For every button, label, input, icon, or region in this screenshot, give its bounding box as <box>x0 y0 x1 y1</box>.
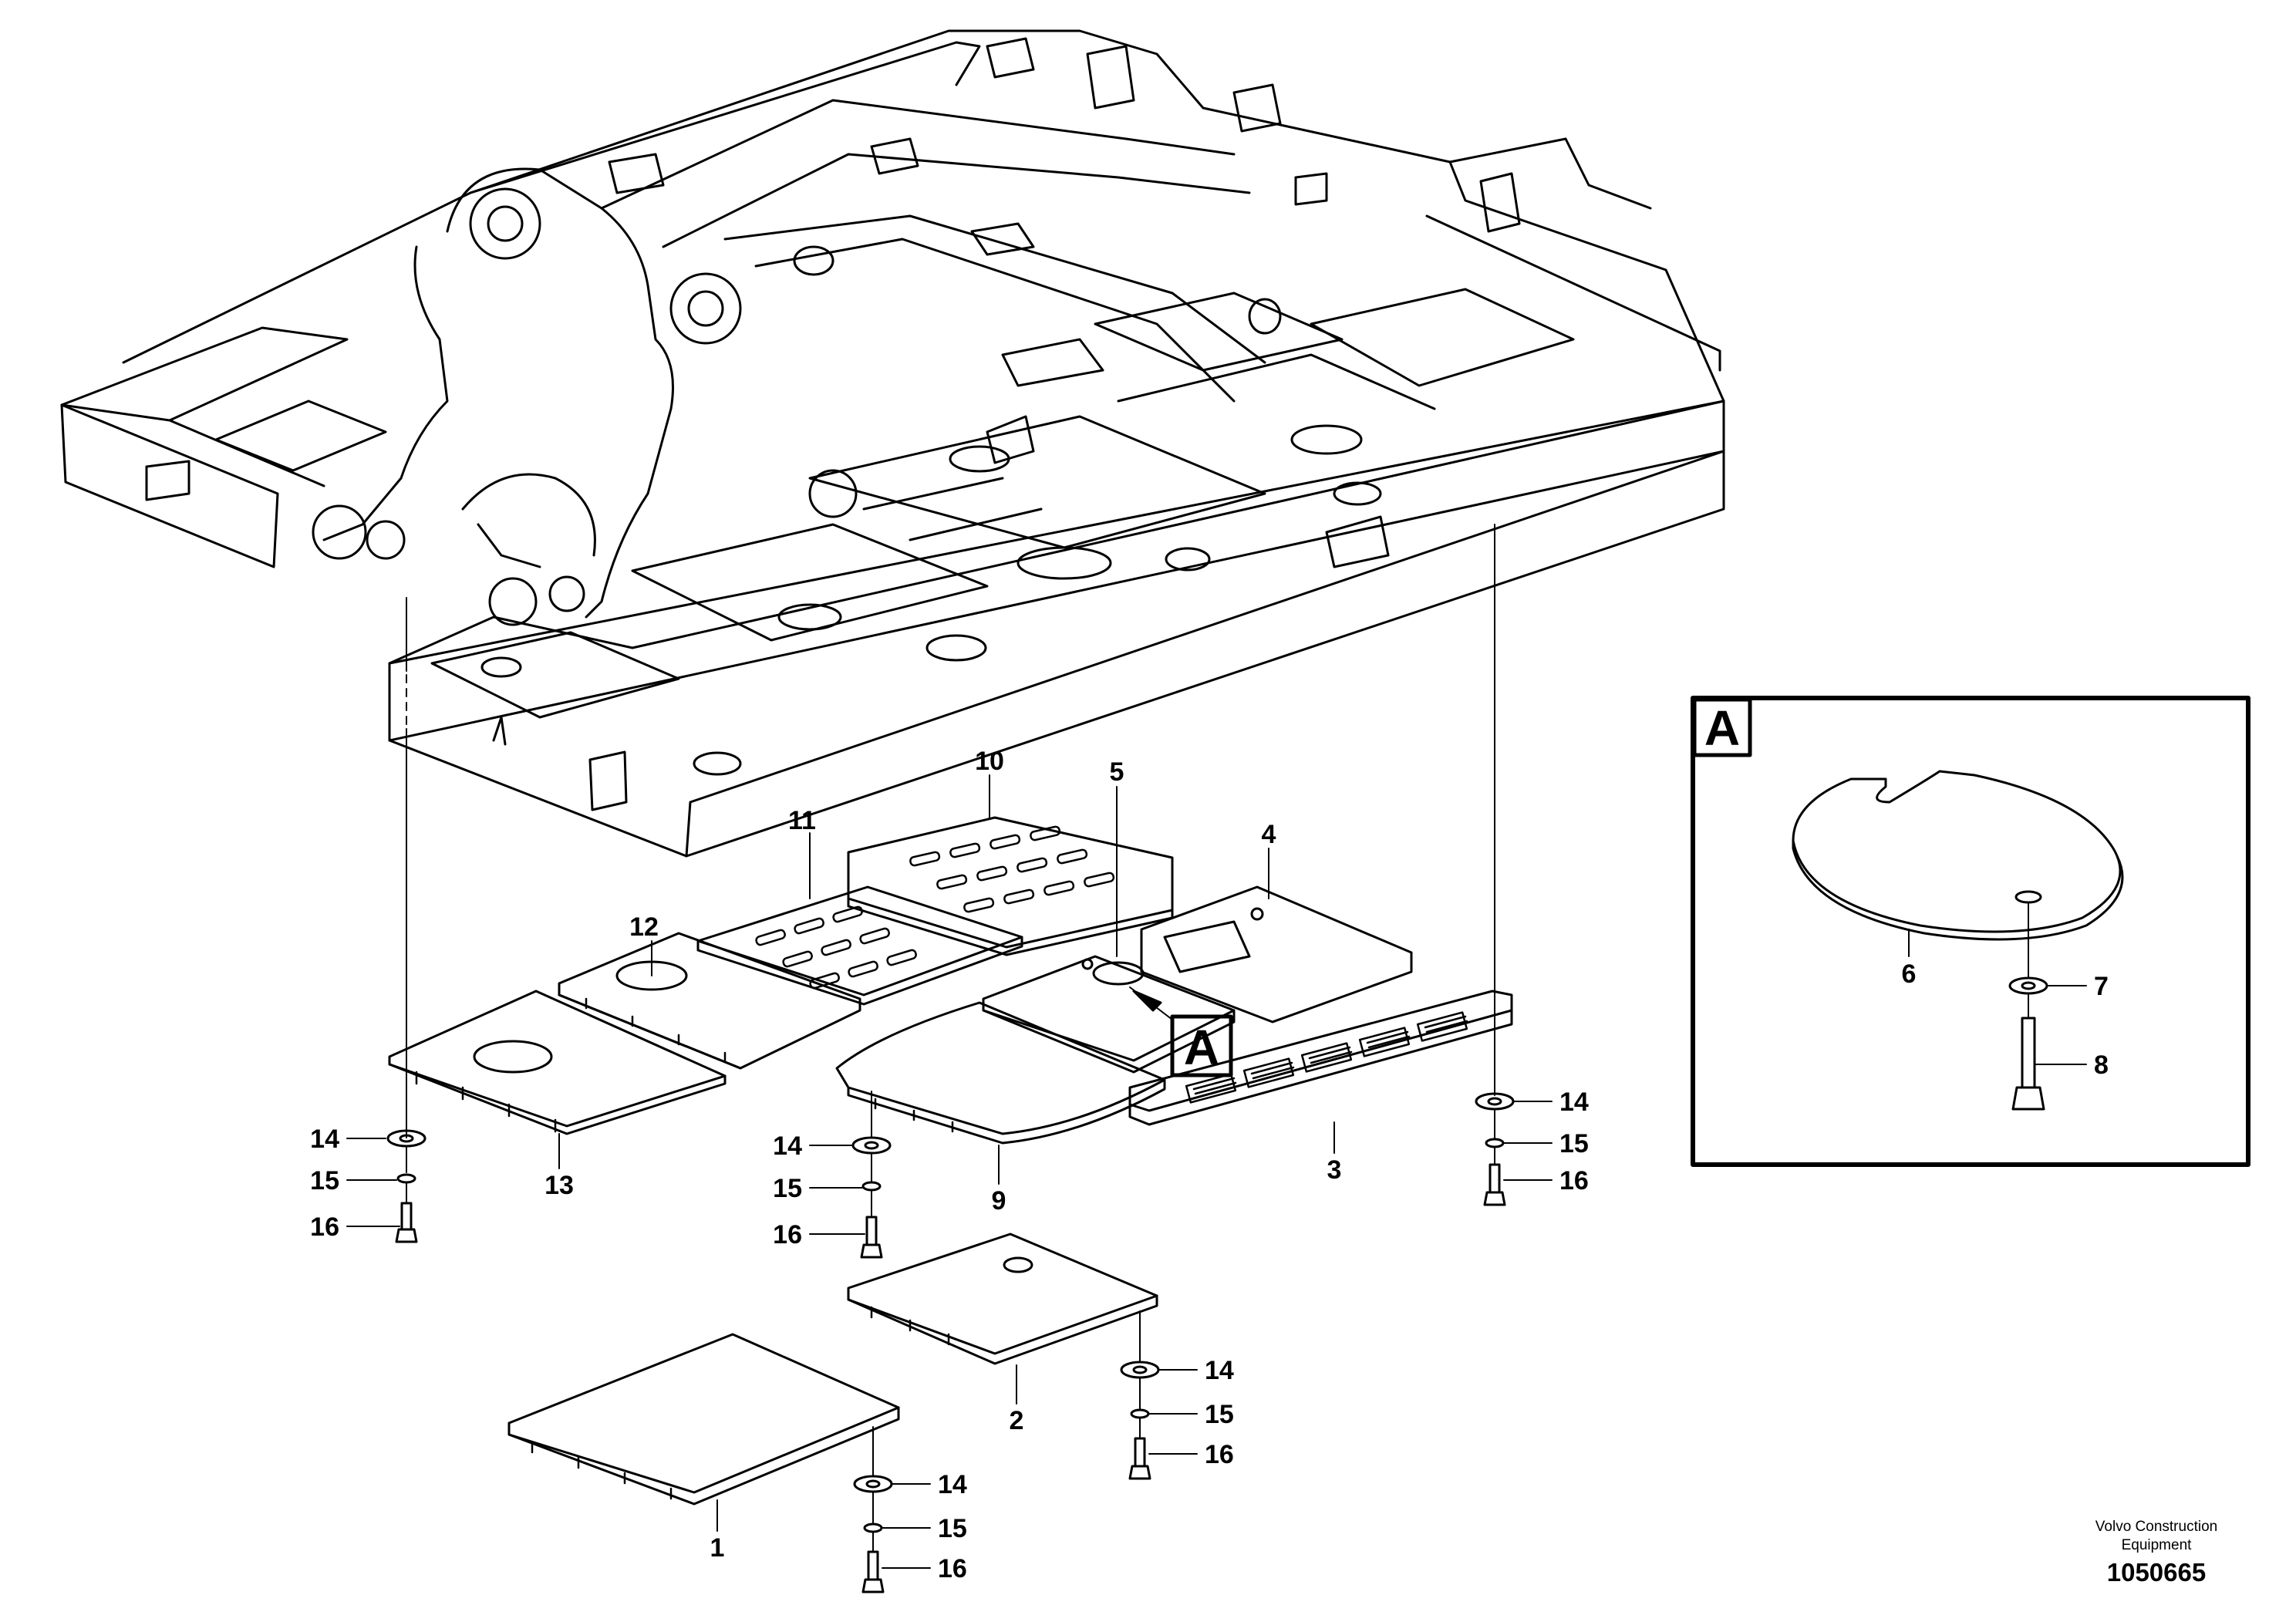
callout-5: 5 <box>1110 757 1124 787</box>
callout-3: 3 <box>1327 1155 1342 1185</box>
panel-10 <box>847 816 1174 956</box>
panel-2 <box>847 1233 1158 1365</box>
panel-4 <box>1140 885 1413 1023</box>
callout-1: 1 <box>710 1533 725 1563</box>
callout-leaders <box>346 774 1553 1569</box>
callout-a-arrowhead <box>1132 990 1162 1012</box>
callout-8: 8 <box>2094 1050 2109 1080</box>
callout-16-left: 16 <box>310 1212 339 1242</box>
footer-credit: Volvo Construction Equipment 1050665 <box>2095 1519 2217 1587</box>
callout-labels: 10 11 12 13 5 4 3 9 2 1 14 15 16 14 15 1… <box>310 700 2109 1583</box>
callout-15-middle: 15 <box>773 1174 802 1203</box>
callout-16-panel-1: 16 <box>938 1554 967 1583</box>
detail-a-inset <box>1691 696 2250 1167</box>
fastener-stack-left <box>386 1129 426 1243</box>
detail-a-letter-inset: A <box>1704 700 1740 756</box>
panel-1 <box>507 1333 900 1506</box>
detail-a-letter-main: A <box>1184 1020 1219 1075</box>
fastener-stack-right <box>1475 1092 1515 1206</box>
callout-12: 12 <box>629 912 659 942</box>
callout-14-right: 14 <box>1559 1088 1589 1117</box>
callout-14-panel-2: 14 <box>1205 1356 1234 1385</box>
callout-16-middle: 16 <box>773 1220 802 1249</box>
panel-5 <box>982 955 1236 1074</box>
callout-15-panel-2: 15 <box>1205 1400 1234 1429</box>
panel-12 <box>558 932 861 1070</box>
panel-9 <box>835 1001 1166 1145</box>
callout-14-middle: 14 <box>773 1131 802 1161</box>
callout-15-panel-1: 15 <box>938 1514 967 1543</box>
callout-15-right: 15 <box>1559 1129 1589 1158</box>
document-number: 1050665 <box>2107 1558 2206 1587</box>
callout-13: 13 <box>544 1171 574 1200</box>
callout-11: 11 <box>788 806 816 835</box>
callout-15-left: 15 <box>310 1166 339 1195</box>
callout-9: 9 <box>992 1186 1006 1216</box>
callout-16-right: 16 <box>1559 1166 1589 1195</box>
callout-4: 4 <box>1262 820 1276 849</box>
callout-2: 2 <box>1010 1406 1024 1435</box>
panel-11 <box>696 885 1023 1006</box>
callout-14-left: 14 <box>310 1125 339 1154</box>
callout-10: 10 <box>975 747 1004 776</box>
callout-7: 7 <box>2094 972 2109 1001</box>
company-line-1: Volvo Construction <box>2095 1519 2217 1535</box>
detail-a-callout-box <box>1170 1014 1233 1077</box>
callout-16-panel-2: 16 <box>1205 1440 1234 1469</box>
fastener-stack-panel-1 <box>853 1426 893 1593</box>
bolt-leader-lines <box>406 524 1495 1138</box>
panel-13 <box>388 990 727 1135</box>
callout-14-panel-1: 14 <box>938 1470 967 1499</box>
fastener-stack-middle <box>851 1091 892 1259</box>
panel-3 <box>1128 990 1513 1126</box>
upper-frame <box>60 29 1725 858</box>
company-line-2: Equipment <box>2122 1537 2193 1553</box>
callout-6: 6 <box>1902 959 1917 989</box>
